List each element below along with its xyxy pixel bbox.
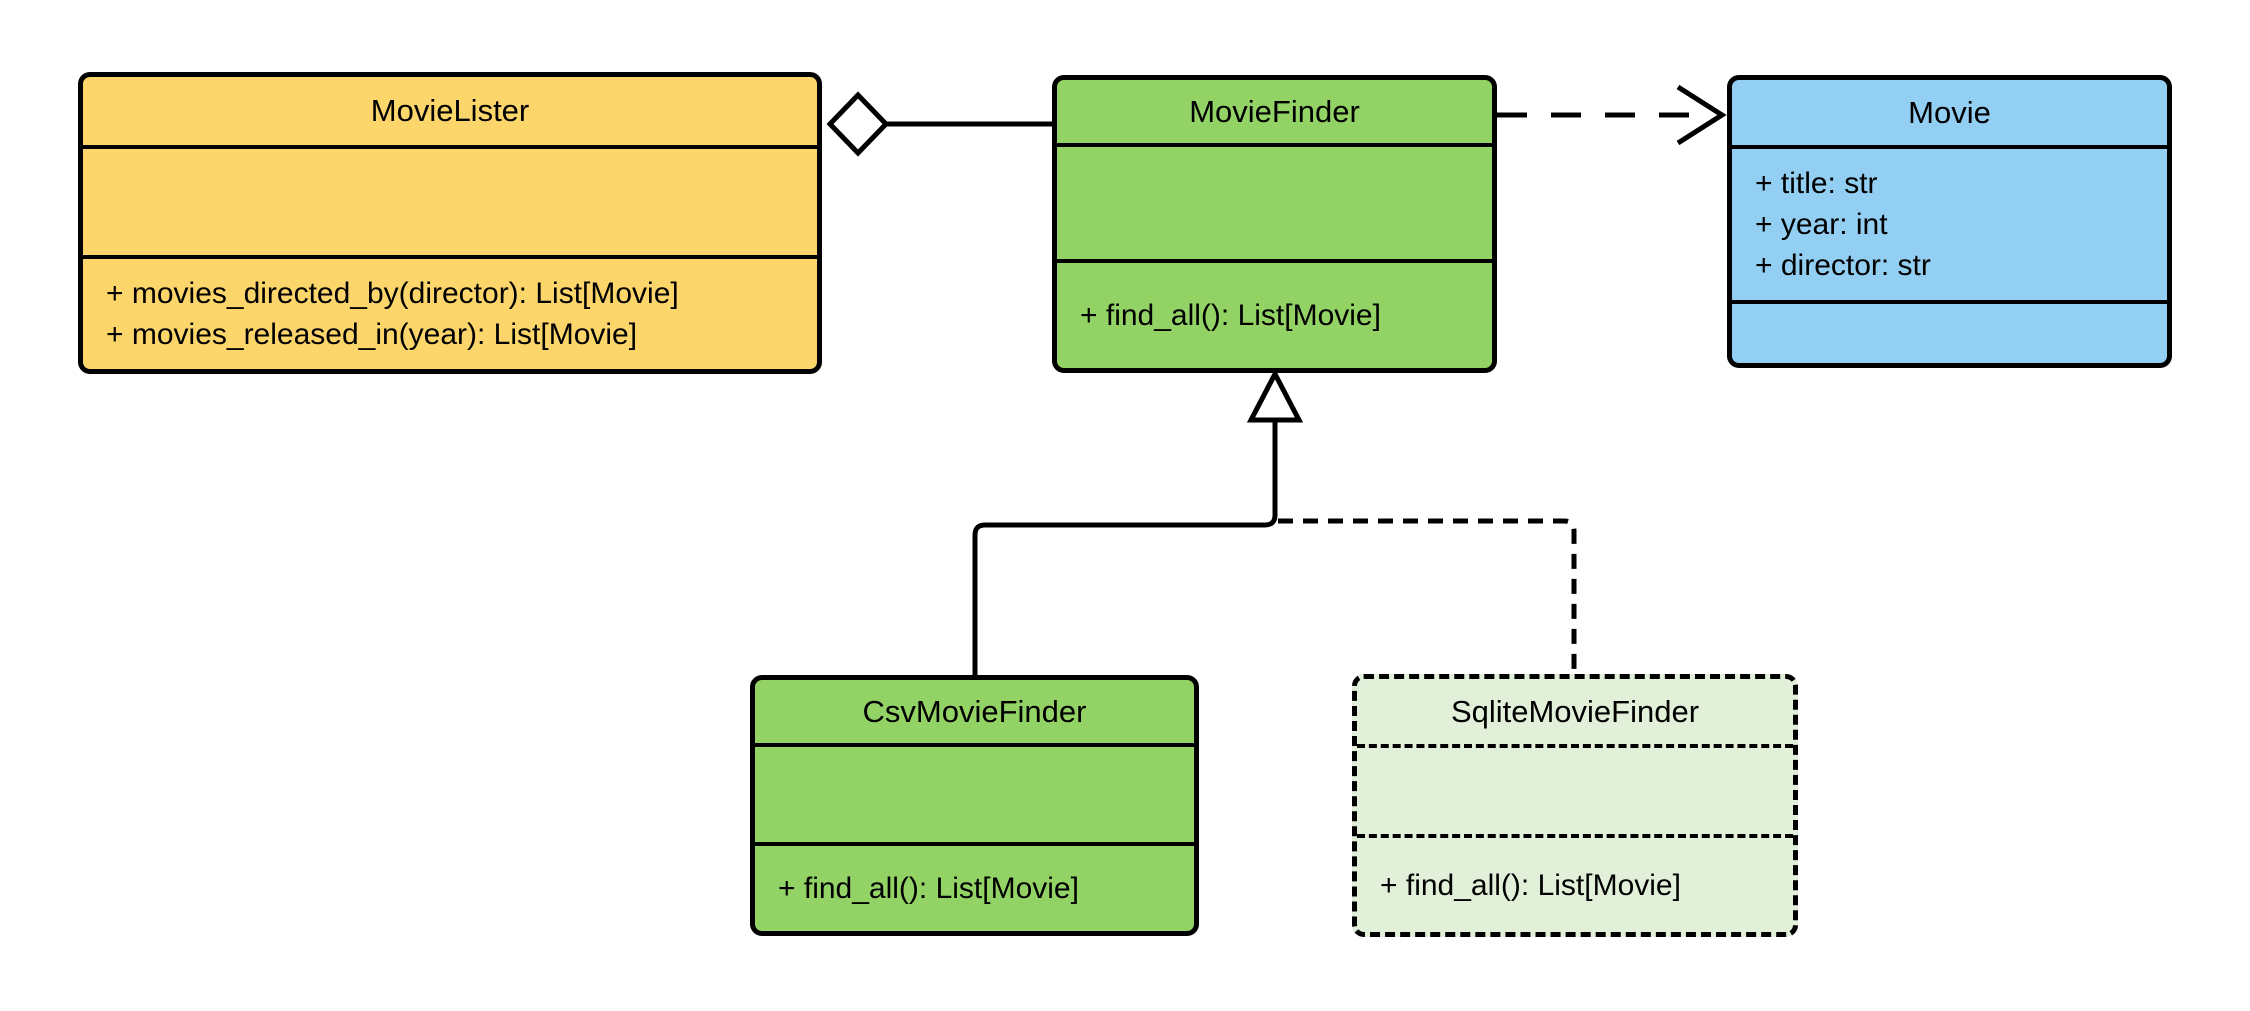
attributes-compartment-sqlitemoviefinder xyxy=(1357,744,1793,834)
class-movielister: MovieLister + movies_directed_by(directo… xyxy=(78,72,822,374)
methods-compartment-sqlitemoviefinder: + find_all(): List[Movie] xyxy=(1357,834,1793,932)
method-label: + find_all(): List[Movie] xyxy=(778,872,1079,905)
generalization-connector-csv xyxy=(972,368,1304,675)
attributes-compartment-csvmoviefinder xyxy=(755,743,1194,842)
methods-compartment-csvmoviefinder: + find_all(): List[Movie] xyxy=(755,842,1194,931)
class-name-moviefinder: MovieFinder xyxy=(1189,93,1360,129)
attribute-label: + director: str xyxy=(1755,249,1931,282)
class-name-csvmoviefinder: CsvMovieFinder xyxy=(862,693,1087,729)
generalization-line-dashed xyxy=(1278,518,1577,673)
generalization-line-solid xyxy=(972,420,1278,675)
methods-compartment-moviefinder: + find_all(): List[Movie] xyxy=(1057,259,1492,368)
dependency-connector xyxy=(1497,84,1727,146)
class-movie: Movie + title: str + year: int + directo… xyxy=(1727,75,2172,368)
attribute-label: + title: str xyxy=(1755,167,1878,200)
aggregation-connector xyxy=(826,91,1052,157)
class-csvmoviefinder: CsvMovieFinder + find_all(): List[Movie] xyxy=(750,675,1199,936)
class-name-movielister: MovieLister xyxy=(370,93,530,128)
methods-compartment-movie xyxy=(1732,300,2167,363)
open-arrowhead-marker xyxy=(1676,84,1727,146)
class-name-movie: Movie xyxy=(1908,94,1991,130)
method-label: + find_all(): List[Movie] xyxy=(1080,299,1381,332)
method-label: + movies_released_in(year): List[Movie] xyxy=(106,318,638,351)
attribute-label: + year: int xyxy=(1755,208,1888,241)
hollow-triangle-marker xyxy=(1246,368,1304,423)
attributes-compartment-movie: + title: str + year: int + director: str xyxy=(1732,145,2167,300)
class-sqlitemoviefinder: SqliteMovieFinder + find_all(): List[Mov… xyxy=(1352,674,1798,937)
class-moviefinder: MovieFinder + find_all(): List[Movie] xyxy=(1052,75,1497,373)
generalization-connector-sqlite xyxy=(1278,518,1577,673)
attributes-compartment-moviefinder xyxy=(1057,143,1492,259)
method-label: + movies_directed_by(director): List[Mov… xyxy=(106,277,679,310)
methods-compartment-movielister: + movies_directed_by(director): List[Mov… xyxy=(83,255,817,369)
attributes-compartment-movielister xyxy=(83,145,817,255)
hollow-diamond-marker xyxy=(826,91,890,157)
class-name-sqlitemoviefinder: SqliteMovieFinder xyxy=(1450,693,1700,729)
method-label: + find_all(): List[Movie] xyxy=(1380,868,1681,902)
